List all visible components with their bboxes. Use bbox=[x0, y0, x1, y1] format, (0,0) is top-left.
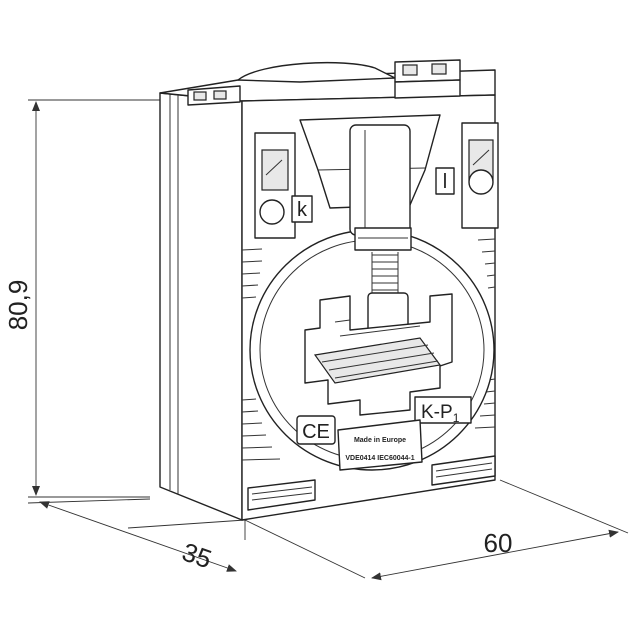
standard-label: VDE0414 IEC60044-1 bbox=[345, 455, 414, 462]
top-hump bbox=[237, 61, 396, 83]
screw-head bbox=[349, 124, 411, 236]
top-terminal-right bbox=[394, 59, 461, 99]
dimension-width: 60 bbox=[244, 479, 629, 581]
busbar bbox=[313, 337, 442, 384]
made-in-label: Made in Europe bbox=[354, 437, 406, 444]
width-dimension-label: 60 bbox=[484, 528, 513, 558]
screw-thread bbox=[371, 252, 399, 295]
ribs-right bbox=[474, 238, 496, 429]
depth-dimension-label: 35 bbox=[178, 537, 215, 575]
terminal-block-k: k bbox=[254, 132, 313, 239]
terminal-block-l: l bbox=[435, 122, 499, 229]
dimension-depth: 35 bbox=[27, 498, 246, 575]
mounting-feet bbox=[247, 455, 496, 511]
top-terminal-left bbox=[187, 85, 241, 106]
terminal-screw-k bbox=[259, 199, 285, 225]
housing-side-face bbox=[159, 92, 243, 521]
terminal-label-l: l bbox=[443, 171, 447, 193]
terminal-label-k: k bbox=[297, 199, 308, 221]
ce-mark: CE bbox=[302, 421, 330, 443]
clamp-screw bbox=[349, 124, 412, 334]
markings: CE K-P1 Made in Europe VDE0414 IEC60044-… bbox=[296, 396, 472, 471]
kp-marking-main: K-P bbox=[421, 402, 453, 423]
terminal-screw-l bbox=[468, 169, 494, 195]
kp-marking-sub: 1 bbox=[453, 411, 460, 425]
kp-marking: K-P1 bbox=[421, 402, 460, 425]
ribs-left bbox=[241, 248, 281, 461]
height-dimension-label: 80,9 bbox=[3, 280, 33, 331]
dimension-height: 80,9 bbox=[3, 99, 160, 498]
